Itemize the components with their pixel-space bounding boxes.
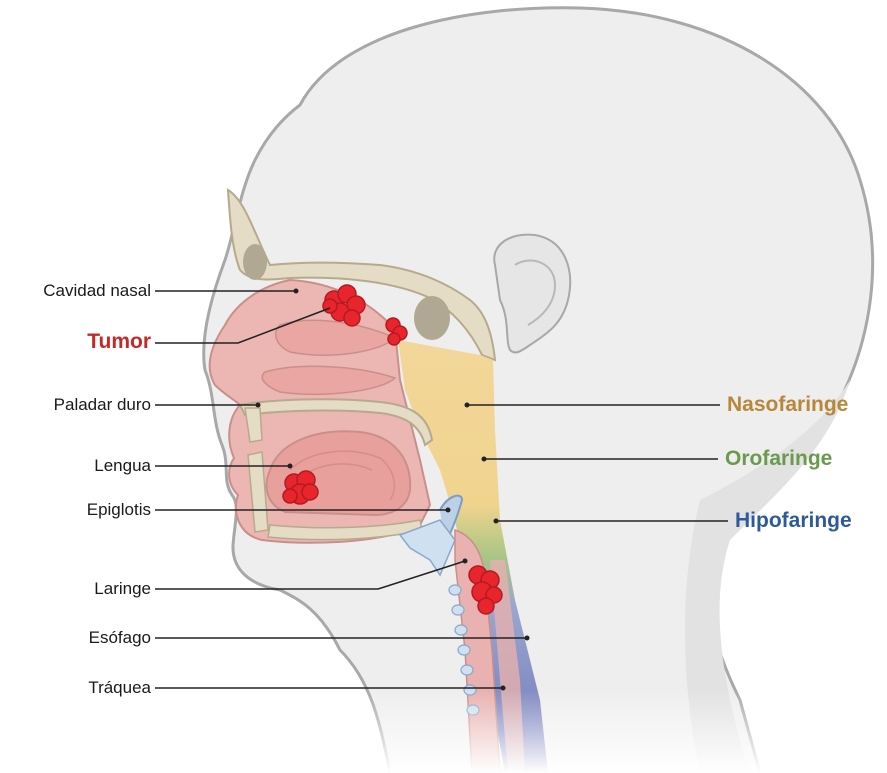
label-paladar-duro: Paladar duro: [8, 395, 151, 415]
label-hipofaringe: Hipofaringe: [735, 509, 852, 533]
label-orofaringe: Orofaringe: [725, 447, 832, 471]
label-lengua: Lengua: [8, 456, 151, 476]
label-tumor: Tumor: [8, 330, 151, 354]
label-cavidad-nasal: Cavidad nasal: [8, 281, 151, 301]
frontal-sinus: [243, 244, 267, 280]
label-esofago: Esófago: [8, 628, 151, 648]
label-laringe: Laringe: [8, 579, 151, 599]
sphenoid-sinus: [414, 296, 450, 340]
tumor-tongue: [283, 471, 318, 504]
label-nasofaringe: Nasofaringe: [727, 393, 848, 417]
label-epiglotis: Epiglotis: [8, 500, 151, 520]
label-traquea: Tráquea: [8, 678, 151, 698]
bottom-fade: [0, 690, 887, 773]
